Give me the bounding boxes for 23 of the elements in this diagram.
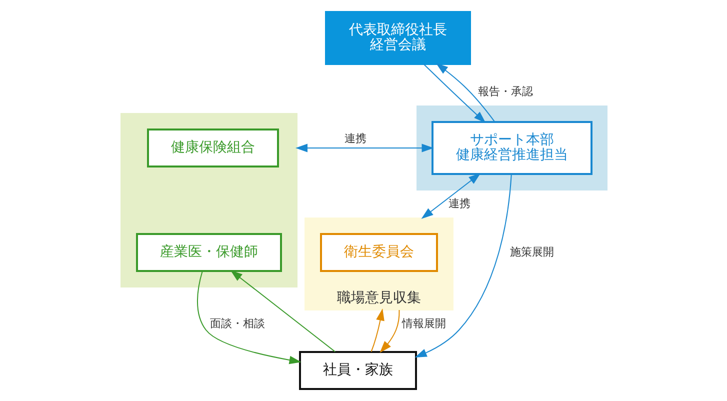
edge-label: 情報展開 xyxy=(402,316,446,330)
arrow xyxy=(422,64,486,123)
arrow xyxy=(420,173,480,219)
node-box: サポート本部 健康経営推進担当 xyxy=(431,121,592,175)
edge-label: 連携 xyxy=(344,132,366,145)
node-box: 衛生委員会 xyxy=(320,233,438,272)
arrow xyxy=(414,174,512,358)
edge-label: 報告・承認 xyxy=(478,84,532,98)
edge-label: 連携 xyxy=(448,196,470,210)
node-box: 代表取締役社長 経営会議 xyxy=(324,11,470,65)
cluster xyxy=(120,113,297,288)
node-box: 健康保険組合 xyxy=(146,128,278,168)
edge-label: 施策展開 xyxy=(510,245,554,258)
arrow xyxy=(370,308,384,352)
node-box: 産業医・保健師 xyxy=(136,233,282,272)
arrow xyxy=(379,310,400,353)
node-box: 社員・家族 xyxy=(298,351,416,390)
edge-label: 面談・相談 xyxy=(210,316,264,330)
cluster xyxy=(416,106,607,190)
arrow xyxy=(435,63,495,122)
arrow xyxy=(196,270,301,364)
arrow xyxy=(294,144,434,152)
arrow xyxy=(230,270,336,352)
